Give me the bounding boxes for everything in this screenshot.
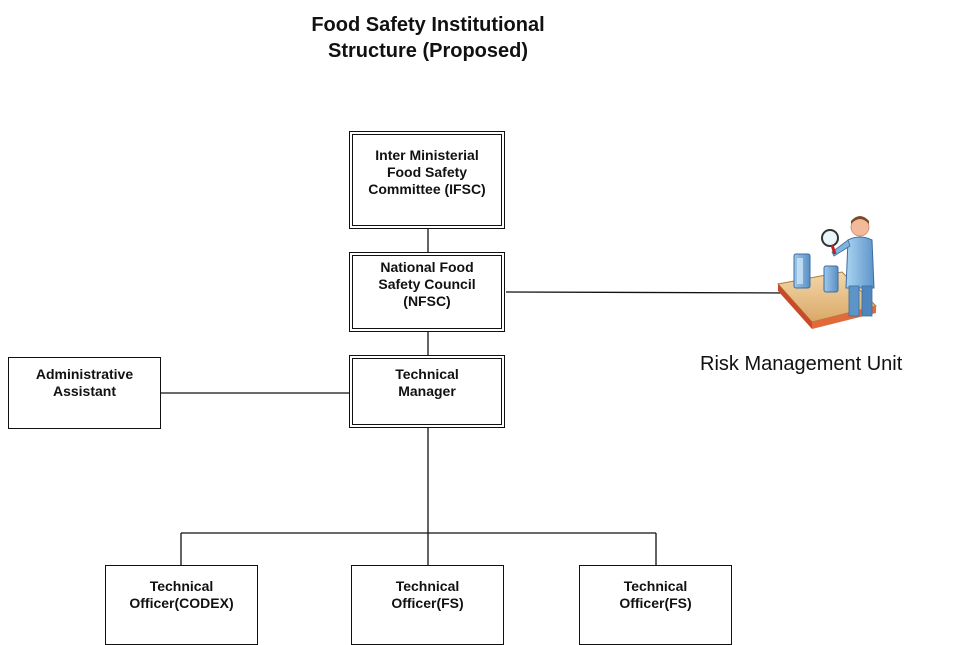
connector-nfsc-rmu	[505, 291, 791, 294]
node-officer-fs-1-line-2: Officer(FS)	[391, 595, 464, 611]
node-technical-manager-line-2: Manager	[398, 383, 456, 399]
node-technical-manager: Technical Manager	[349, 355, 505, 428]
risk-management-unit-label: Risk Management Unit	[700, 353, 903, 375]
node-ifsc-line-1: Inter Ministerial	[375, 147, 479, 163]
node-nfsc-line-2: Safety Council	[378, 276, 476, 292]
node-nfsc-line-3: (NFSC)	[403, 293, 451, 309]
node-administrative-assistant-line-2: Assistant	[52, 383, 117, 399]
inspector-conveyor-icon	[777, 216, 877, 329]
node-technical-manager-line-1: Technical	[395, 366, 459, 382]
node-officer-codex: Technical Officer(CODEX)	[105, 565, 258, 645]
title-line-1: Food Safety Institutional	[311, 14, 545, 36]
node-officer-fs-1: Technical Officer(FS)	[351, 565, 504, 645]
node-officer-fs-2: Technical Officer(FS)	[579, 565, 732, 645]
title-line-2: Structure (Proposed)	[327, 40, 529, 62]
diagram-title: Food Safety Institutional Structure (Pro…	[228, 12, 628, 64]
node-ifsc-line-2: Food Safety	[386, 164, 468, 180]
node-administrative-assistant: Administrative Assistant	[8, 357, 161, 429]
node-officer-fs-2-line-1: Technical	[623, 578, 688, 594]
node-ifsc: Inter Ministerial Food Safety Committee …	[349, 131, 505, 229]
node-administrative-assistant-line-1: Administrative	[35, 366, 134, 382]
node-officer-codex-line-1: Technical	[149, 578, 214, 594]
node-nfsc-line-1: National Food	[380, 259, 474, 275]
node-officer-fs-1-line-1: Technical	[395, 578, 460, 594]
node-nfsc: National Food Safety Council (NFSC)	[349, 252, 505, 332]
node-officer-fs-2-line-2: Officer(FS)	[619, 595, 692, 611]
node-ifsc-line-3: Committee (IFSC)	[368, 181, 486, 197]
node-officer-codex-line-2: Officer(CODEX)	[129, 595, 234, 611]
